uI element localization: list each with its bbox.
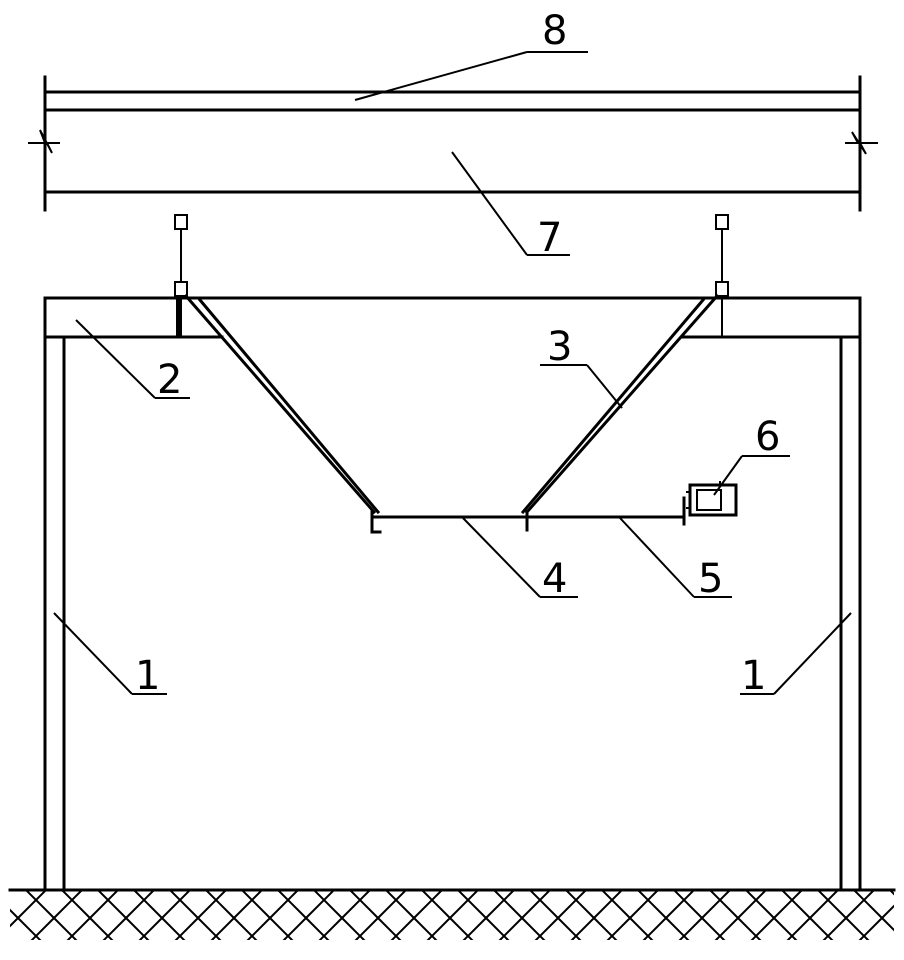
labels: 8 7 2 3 6 4 5 1 1 — [135, 8, 780, 699]
ground — [8, 888, 896, 940]
hanger-bottom-left — [174, 281, 188, 297]
leaders — [53, 51, 852, 695]
hangers — [174, 214, 729, 337]
hanger-top-right — [715, 214, 729, 230]
label-4: 4 — [542, 556, 567, 602]
device-6 — [686, 481, 738, 517]
hanger-top-left — [174, 214, 188, 230]
break-mark-left — [28, 129, 60, 154]
label-3: 3 — [547, 324, 572, 370]
label-1-right: 1 — [741, 653, 766, 699]
members-4-5 — [370, 496, 686, 534]
label-6: 6 — [755, 414, 780, 460]
label-7: 7 — [537, 215, 562, 261]
label-5: 5 — [698, 556, 723, 602]
label-8: 8 — [542, 8, 567, 54]
label-2: 2 — [157, 357, 182, 403]
label-1-left: 1 — [135, 653, 160, 699]
break-mark-right — [845, 131, 878, 155]
cables-3 — [183, 293, 720, 515]
frame — [43, 296, 862, 892]
hanger-bottom-right — [715, 281, 729, 297]
beam-7 — [28, 75, 878, 212]
